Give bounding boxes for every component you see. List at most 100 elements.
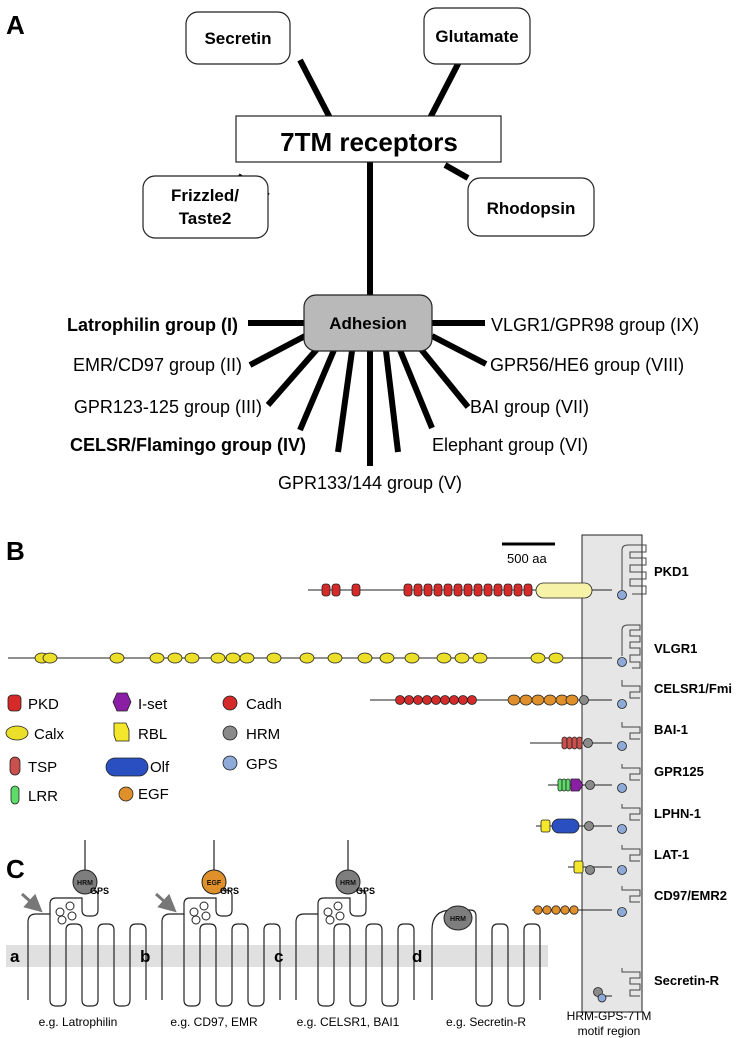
legend-lrr-label: LRR — [28, 788, 58, 805]
schematic-letter-b: b — [140, 947, 150, 966]
receptor-secretin-label: Secretin-R — [654, 973, 720, 988]
7tm-center-box — [235, 115, 502, 163]
legend-olf-swatch — [105, 757, 149, 777]
legend-cadh-label: Cadh — [246, 696, 282, 713]
group-4-label: CELSR/Flamingo group (IV) — [70, 435, 306, 455]
hrm-label-a: HRM — [77, 880, 93, 887]
group-3-label: GPR123-125 group (III) — [74, 397, 262, 417]
secretin-label: Secretin — [204, 29, 271, 48]
schematic-letter-c: c — [274, 947, 283, 966]
legend-iset-swatch — [112, 692, 132, 712]
row-bai1 — [530, 736, 627, 751]
rhodopsin-box — [467, 177, 595, 237]
schematic-a — [27, 840, 147, 1007]
legend-egf-swatch — [118, 786, 134, 802]
row-pkd1 — [308, 582, 627, 600]
egf-domain-b — [201, 869, 227, 895]
hrm-domain-c — [335, 869, 361, 895]
legend-lrr-swatch — [10, 785, 20, 805]
hrm-domain-a — [72, 869, 98, 895]
legend-calx-label: Calx — [34, 726, 65, 743]
legend-tsp-swatch — [9, 756, 21, 776]
schematic-d — [431, 909, 541, 1007]
example-a: e.g. Latrophilin — [39, 1015, 118, 1029]
group-9-label: VLGR1/GPR98 group (IX) — [491, 315, 699, 335]
receptor-lat1-label: LAT-1 — [654, 847, 689, 862]
example-b: e.g. CD97, EMR — [170, 1015, 258, 1029]
group-6-label: Elephant group (VI) — [432, 435, 588, 455]
hrm-domain-d — [443, 905, 473, 931]
gps-cysteines-b — [189, 901, 211, 925]
adhesion-box — [303, 294, 433, 352]
cleavage-arrow-b — [155, 892, 177, 913]
gps-label-b: GPS — [220, 886, 239, 896]
legend-pkd-swatch — [7, 694, 22, 712]
motif-region-label-2: motif region — [578, 1024, 641, 1038]
schematic-letter-d: d — [412, 947, 422, 966]
hrm-label-c: HRM — [340, 880, 356, 887]
hrm-label-d: HRM — [450, 916, 466, 923]
7tm-center-label: 7TM receptors — [280, 127, 458, 157]
scale-bar-label: 500 aa — [507, 551, 548, 566]
domain-legend: PKD Calx TSP LRR I-set RBL Olf EGF Cadh … — [5, 692, 282, 805]
frizzled-label-2: Taste2 — [179, 209, 232, 228]
legend-egf-label: EGF — [138, 786, 169, 803]
group-8-label: GPR56/HE6 group (VIII) — [490, 355, 684, 375]
membrane-band — [6, 945, 548, 967]
receptor-bai1-label: BAI-1 — [654, 722, 688, 737]
cleavage-arrow-a — [21, 892, 43, 913]
panel-c-letter: C — [6, 854, 25, 884]
legend-iset-label: I-set — [138, 696, 168, 713]
tree-spokes — [236, 58, 488, 466]
receptor-gpr125-label: GPR125 — [654, 764, 704, 779]
group-1-label: Latrophilin group (I) — [67, 315, 238, 335]
gps-cysteines-a — [55, 901, 77, 925]
row-lphn1 — [536, 818, 627, 834]
legend-gps-label: GPS — [246, 756, 278, 773]
legend-tsp-label: TSP — [28, 759, 57, 776]
receptor-celsr1-label: CELSR1/Fmi — [654, 681, 732, 696]
row-secretin-r — [593, 987, 612, 1003]
frizzled-label-1: Frizzled/ — [171, 186, 239, 205]
row-lat1 — [568, 860, 627, 875]
frizzled-box — [142, 175, 269, 239]
group-5-label: GPR133/144 group (V) — [278, 473, 462, 493]
legend-cadh-swatch — [222, 695, 238, 711]
legend-calx-swatch — [5, 725, 29, 741]
row-celsr1 — [370, 694, 627, 709]
receptor-lphn1-label: LPHN-1 — [654, 806, 701, 821]
panel-a-letter: A — [6, 10, 25, 40]
panel-b-letter: B — [6, 536, 25, 566]
example-c: e.g. CELSR1, BAI1 — [297, 1015, 400, 1029]
legend-rbl-swatch — [113, 722, 130, 742]
receptor-vlgr1-label: VLGR1 — [654, 641, 697, 656]
legend-rbl-label: RBL — [138, 726, 167, 743]
rhodopsin-label: Rhodopsin — [487, 199, 576, 218]
row-vlgr1 — [8, 652, 627, 667]
example-d: e.g. Secretin-R — [446, 1015, 526, 1029]
legend-hrm-swatch — [222, 725, 238, 741]
glutamate-label: Glutamate — [435, 27, 518, 46]
schematic-c — [295, 840, 415, 1007]
row-gpr125 — [548, 778, 627, 793]
egf-label-b: EGF — [207, 880, 222, 887]
motif-region-label-1: HRM-GPS-7TM — [567, 1009, 652, 1023]
glutamate-box — [423, 7, 531, 65]
group-7-label: BAI group (VII) — [470, 397, 589, 417]
schematic-letter-a: a — [10, 947, 20, 966]
legend-hrm-label: HRM — [246, 726, 280, 743]
schematic-b — [161, 840, 281, 1007]
secretin-box — [185, 11, 291, 65]
row-cd97 — [532, 905, 627, 917]
gps-label-a: GPS — [90, 886, 109, 896]
legend-gps-swatch — [222, 755, 238, 771]
legend-olf-label: Olf — [150, 759, 170, 776]
receptor-cd97-label: CD97/EMR2 — [654, 888, 727, 903]
gps-cysteines-c — [323, 901, 345, 925]
adhesion-label: Adhesion — [329, 314, 406, 333]
seven-tm-squiggles — [621, 544, 647, 997]
group-2-label: EMR/CD97 group (II) — [73, 355, 242, 375]
gps-label-c: GPS — [356, 886, 375, 896]
receptor-pkd1-label: PKD1 — [654, 564, 689, 579]
